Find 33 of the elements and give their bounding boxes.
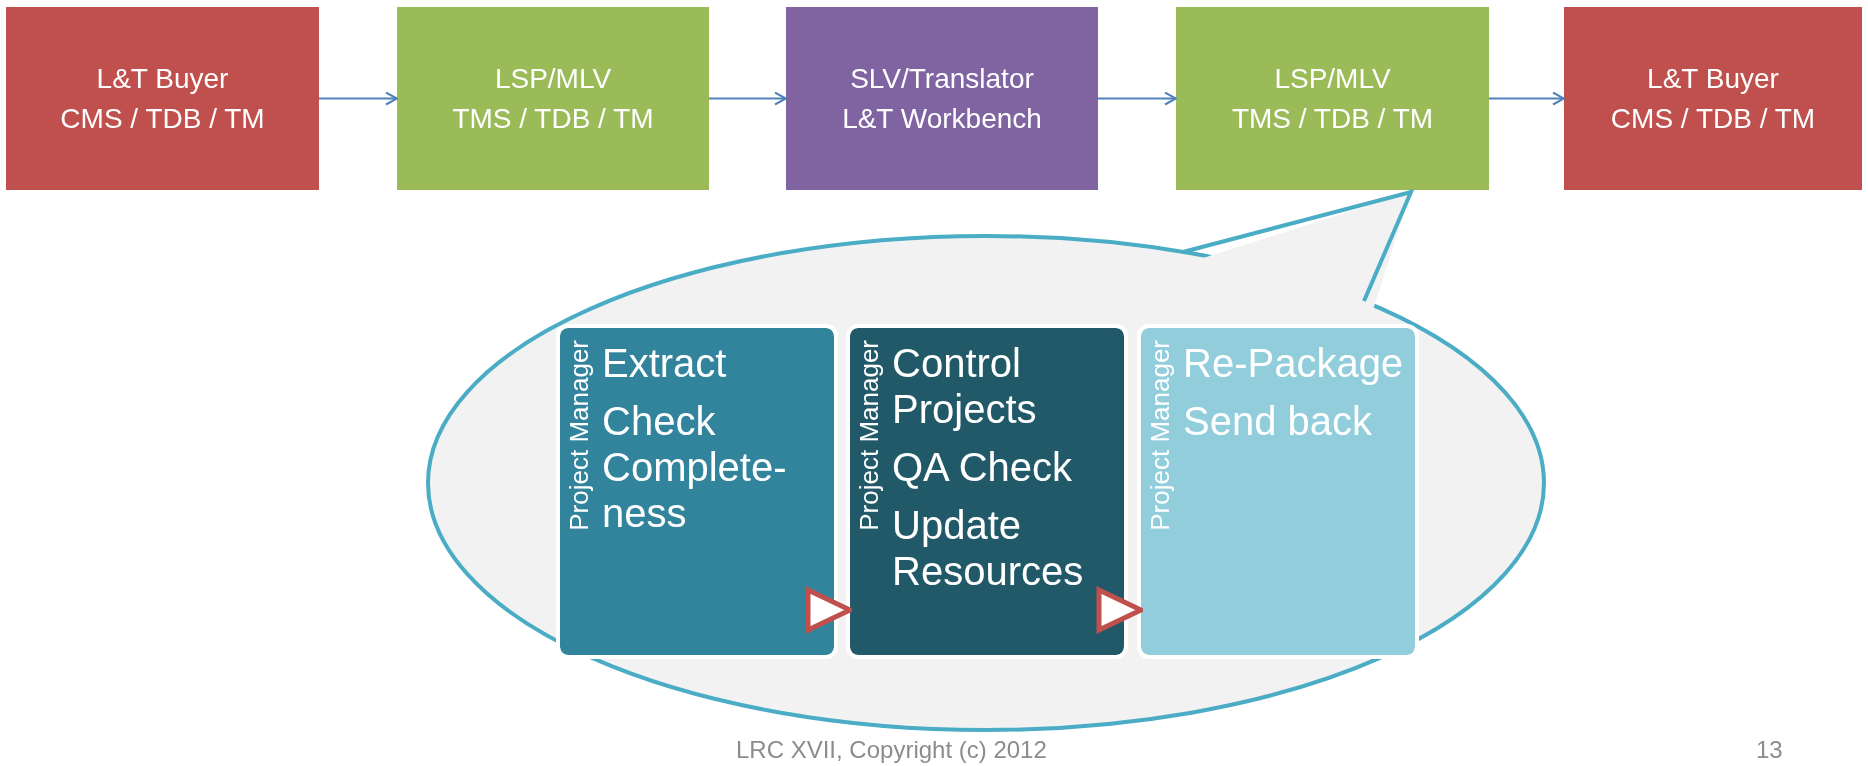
arrow [805, 587, 853, 633]
box-text: TMS / TDB / TM [1231, 101, 1434, 136]
step-text: Check Complete-ness [602, 398, 788, 536]
actor-box [786, 7, 1098, 190]
box-text: CMS / TDB / TM [1610, 101, 1816, 136]
box-text: L&T Buyer [1647, 61, 1779, 96]
arrow [1097, 91, 1177, 106]
actor-box [1176, 7, 1489, 190]
arrow [318, 91, 398, 106]
step-text: Re-Package [1183, 340, 1404, 386]
box-text: SLV/Translator [850, 61, 1034, 96]
role-label: Project Manager [854, 340, 884, 531]
arrow [708, 91, 787, 106]
arrow [1488, 91, 1565, 106]
actor-box [6, 7, 319, 190]
footer-text: LRC XVII, Copyright (c) 2012 [736, 736, 1047, 764]
box-text: CMS / TDB / TM [60, 101, 265, 136]
arrow [1096, 587, 1144, 633]
box-text: LSP/MLV [1274, 61, 1391, 96]
step-text: Send back [1183, 398, 1374, 444]
box-text: LSP/MLV [494, 61, 612, 96]
page-number: 13 [1756, 736, 1783, 764]
actor-box [397, 7, 709, 190]
step-text: Control Projects [892, 340, 1038, 432]
box-text: TMS / TDB / TM [452, 101, 654, 136]
role-label: Project Manager [564, 340, 594, 531]
box-text: L&T Workbench [842, 101, 1042, 136]
actor-box [1564, 7, 1862, 190]
step-text: Extract [602, 340, 728, 386]
step-text: QA Check [892, 444, 1074, 490]
role-label: Project Manager [1145, 340, 1175, 531]
step-text: Update Resources [892, 502, 1085, 594]
box-text: L&T Buyer [96, 61, 229, 96]
